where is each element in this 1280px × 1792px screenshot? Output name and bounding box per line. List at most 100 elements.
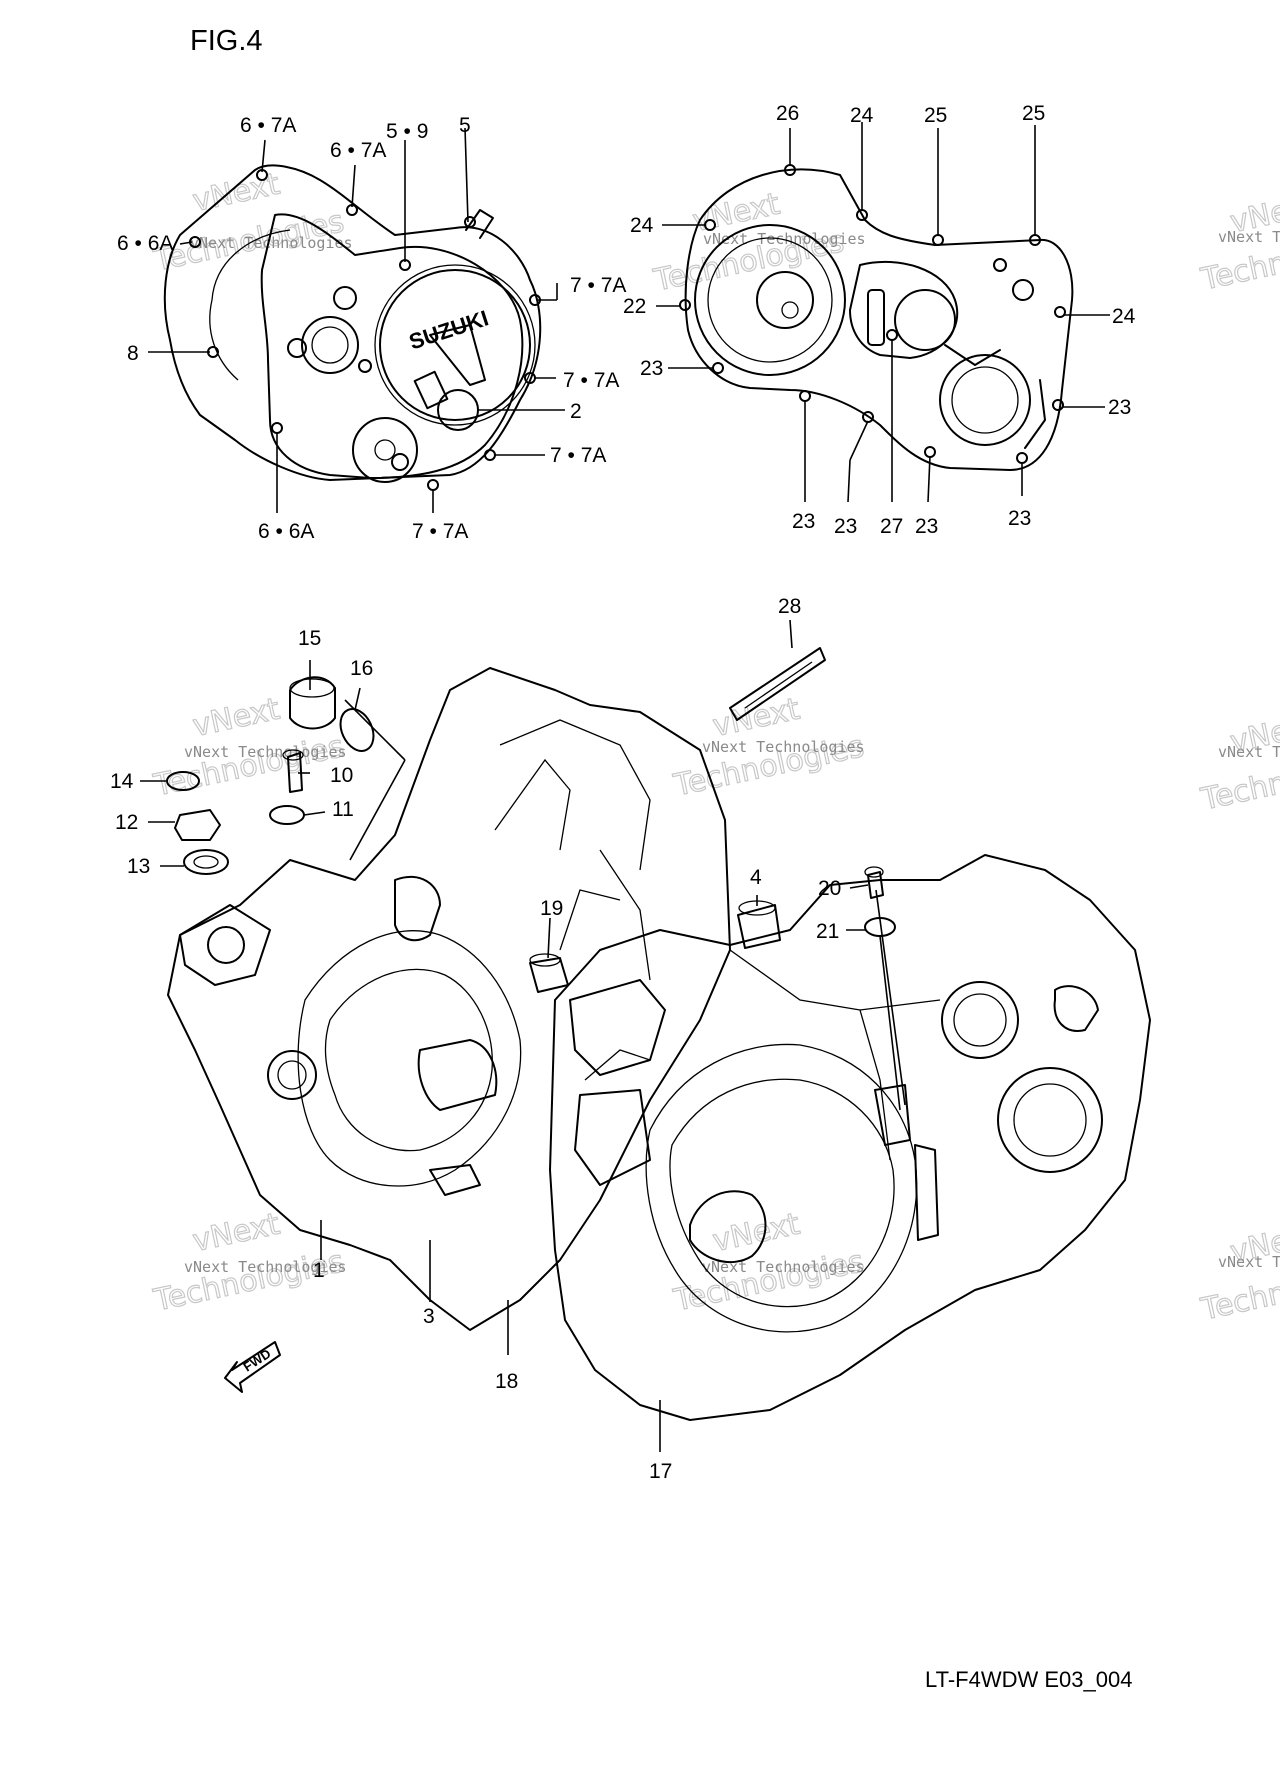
breather-boss: [874, 1084, 911, 1146]
left-crankcase-cover: SUZUKI: [117, 114, 626, 543]
callout-label: 1: [313, 1259, 325, 1282]
watermark-text: vNext Technologies: [1218, 228, 1280, 246]
callout-label: 20: [818, 877, 841, 900]
right-cover-outline: [684, 168, 1074, 471]
oil-filter-boss: [352, 417, 418, 483]
clutch-dome-rim: [374, 264, 536, 426]
callout-label: 16: [350, 657, 373, 680]
oil-gallery-plug-boss: [1053, 985, 1099, 1032]
left-cover-inner-edge: [209, 299, 239, 381]
bearing-boss-small: [287, 338, 307, 358]
bearing-boss-small: [358, 359, 372, 373]
callout-label: 10: [330, 764, 353, 787]
left-cover-gasket-outline: [163, 164, 542, 481]
cap-bolt: [993, 258, 1007, 272]
right-crankcase-cover: 26 24 25 25 24 22 24 23 23 23 23 27 23 2…: [623, 102, 1136, 538]
callout-label: 5: [459, 114, 471, 137]
callout-label: 23: [792, 510, 815, 533]
bolt-10: [287, 752, 303, 793]
dowel-pin-19-end: [529, 953, 561, 967]
callout-label: 7 • 7A: [570, 274, 626, 297]
magneto-housing-inner: [707, 237, 833, 363]
lower-gear-boss: [939, 354, 1031, 446]
callout-label: 19: [540, 897, 563, 920]
watermark-text: vNext Technologies: [1218, 1253, 1280, 1271]
callout-label: 24: [1112, 305, 1136, 328]
right-cover-callouts: 26 24 25 25 24 22 24 23 23 23 23 27 23 2…: [623, 102, 1136, 538]
left-case-rib: [499, 719, 651, 871]
callout-label: 25: [924, 104, 947, 127]
bearing-boss-small: [333, 286, 357, 310]
gear-housing: [849, 260, 959, 359]
magneto-center-bolt: [781, 301, 799, 319]
stiffener-rib: [1024, 379, 1046, 449]
bolt-20: [867, 871, 884, 899]
watermark-group: vNext Technologies vNext Technologies vN…: [150, 166, 1280, 1328]
callout-label: 13: [127, 855, 150, 878]
callout-label: 12: [115, 811, 138, 834]
watermark-text: vNext Technologies: [184, 743, 347, 761]
bearing-boss-large-inner: [311, 326, 349, 364]
right-case-output-boss-2-inner: [953, 993, 1007, 1047]
o-ring-16: [339, 708, 375, 752]
gear-boss: [894, 289, 956, 351]
fwd-arrow: [224, 1341, 281, 1393]
callout-label: 23: [834, 515, 857, 538]
left-case-rib: [599, 849, 651, 981]
callout-label: 7 • 7A: [550, 444, 606, 467]
right-case-output-boss: [997, 1067, 1103, 1173]
cap-bolt: [1012, 279, 1034, 301]
oil-filter-boss-inner: [374, 439, 396, 461]
dowel-pin-19: [529, 957, 569, 993]
callout-label: 8: [127, 342, 139, 365]
gear-shaft-slot: [867, 289, 885, 346]
bolt-20-head: [864, 866, 884, 878]
callout-label: 28: [778, 595, 801, 618]
watermark-text: vNext Technologies: [702, 1258, 865, 1276]
callout-label: 6 • 7A: [240, 114, 296, 137]
callout-label: 23: [640, 357, 663, 380]
left-cover-body-outline: [260, 213, 524, 479]
callout-label: 24: [850, 104, 874, 127]
right-case-front-block: [569, 979, 666, 1076]
gasket-13-inner: [193, 855, 219, 869]
bolt-lug: [679, 299, 691, 311]
washer-11: [269, 805, 305, 825]
crankcase-callouts: 28 15 16 14 10 12 11 13 4 20 19 21 1 3 1…: [110, 595, 841, 1483]
left-crankcase-flange: [297, 930, 522, 1187]
bearing-boss-large: [301, 316, 359, 374]
callout-label: 25: [1022, 102, 1045, 125]
figure-title: FIG.4: [190, 25, 263, 57]
bolt-lug: [1054, 306, 1066, 318]
callout-label: 26: [776, 102, 799, 125]
callout-label: 24: [630, 214, 654, 237]
svg-text:vNext: vNext: [190, 692, 283, 745]
callout-label: 6 • 7A: [330, 139, 386, 162]
dowel-pin-4: [737, 904, 781, 949]
bolt-lug: [886, 329, 898, 341]
clutch-dome: [379, 269, 531, 421]
callout-label: 27: [880, 515, 903, 538]
right-cover-leaders: [656, 122, 1110, 503]
left-cover-inner-edge: [211, 229, 291, 301]
svg-text:Technologies: Technologies: [670, 1244, 867, 1319]
left-case-rib: [494, 758, 571, 851]
drain-plug-boss: [267, 1050, 317, 1100]
right-case-bearing-hole: [689, 1190, 767, 1264]
right-case-rib: [859, 1009, 891, 1161]
bolt-lug: [464, 216, 476, 228]
callout-label: 23: [915, 515, 938, 538]
magneto-center: [756, 271, 814, 329]
left-crankcase-half: [167, 667, 731, 1331]
watermark-text: vNext Technologies: [184, 1258, 347, 1276]
bolt-lug: [712, 362, 724, 374]
callout-label: 22: [623, 295, 646, 318]
lower-gear-boss-inner: [951, 366, 1019, 434]
oil-filter-plug: [391, 453, 409, 471]
oil-strainer-port: [429, 1164, 481, 1196]
callout-label: 17: [649, 1460, 672, 1483]
crankcase-leaders: [140, 619, 906, 1452]
oil-filler-cap-15: [289, 676, 336, 730]
svg-text:Technologies: Technologies: [150, 729, 347, 804]
callout-label: 15: [298, 627, 321, 650]
